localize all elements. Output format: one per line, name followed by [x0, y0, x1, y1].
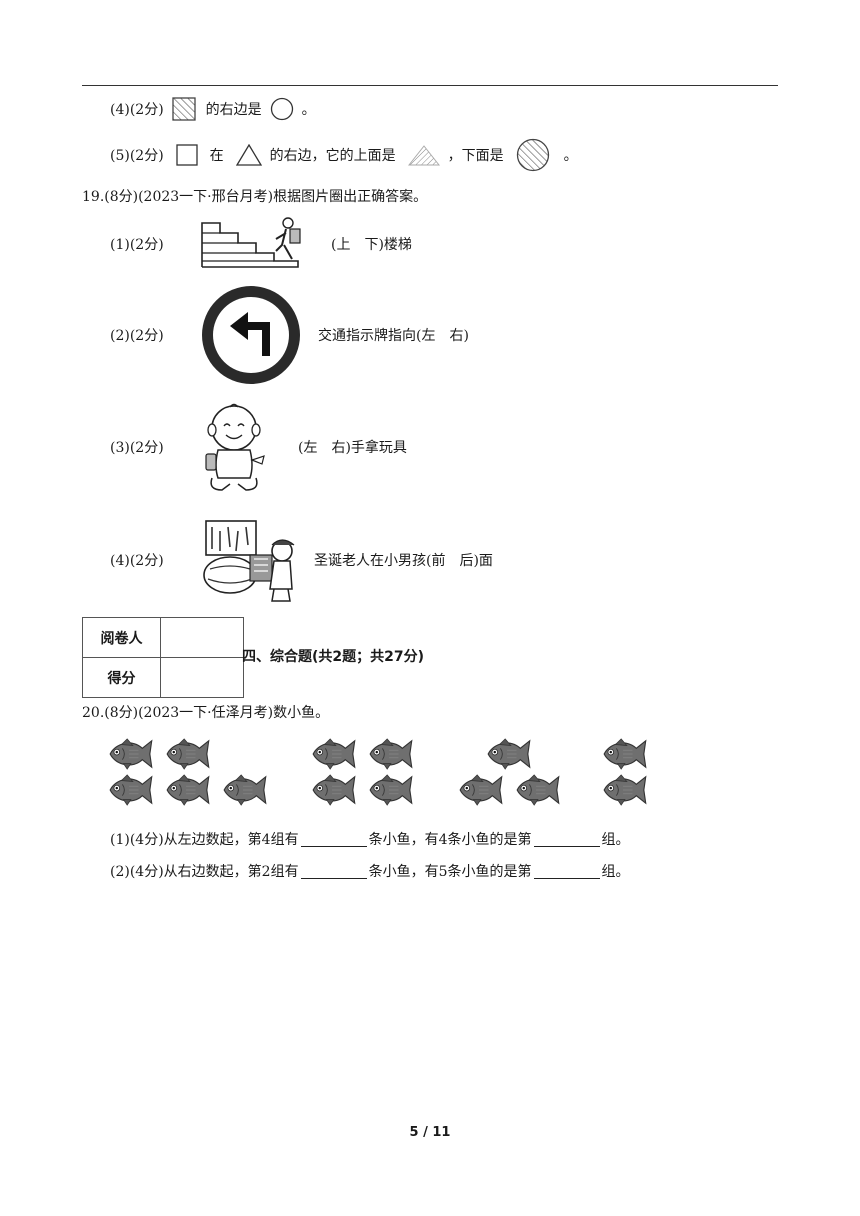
q19-item-2-text: 交通指示牌指向(左 右)	[318, 328, 469, 344]
item-text: 的右边，它的上面是	[269, 148, 396, 164]
santa-and-boy-image	[200, 517, 300, 605]
item-text: 。	[563, 148, 578, 164]
q20-item-2: (2)(4分) 从右边数起，第2组有 条小鱼，有5条小鱼的是第 组。	[110, 861, 630, 881]
item-prefix: (2)(4分)	[110, 864, 164, 880]
hatched-circle-icon	[516, 138, 549, 172]
item-text: 在	[209, 148, 224, 164]
q19-item-4-prefix: (4)(2分)	[110, 553, 164, 569]
answer-blank[interactable]	[300, 832, 367, 847]
fish-icon	[308, 773, 358, 807]
q20-header: 20.(8分)(2023一下·任泽月考)数小鱼。	[82, 705, 330, 721]
item-text: 。	[301, 102, 316, 118]
fish-icon	[455, 773, 505, 807]
item-prefix: (1)(4分)	[110, 832, 164, 848]
fish-icon	[512, 773, 562, 807]
fish-icon	[162, 737, 212, 771]
answer-blank[interactable]	[300, 864, 367, 879]
section-title: 四、综合题(共2题；共27分)	[242, 649, 425, 665]
fish-icon	[599, 737, 649, 771]
item-text: 条小鱼，有5条小鱼的是第	[368, 864, 532, 880]
q19-item-2-prefix: (2)(2分)	[110, 328, 164, 344]
fish-icon	[105, 773, 155, 807]
item-text: 组。	[601, 832, 630, 848]
answer-blank[interactable]	[533, 864, 600, 879]
answer-blank[interactable]	[533, 832, 600, 847]
score-cell	[160, 657, 244, 698]
baby-with-toy-image	[200, 402, 268, 492]
q20-item-1: (1)(4分) 从左边数起，第4组有 条小鱼，有4条小鱼的是第 组。	[110, 829, 630, 849]
fish-icon	[162, 773, 212, 807]
reviewer-label: 阅卷人	[82, 617, 161, 658]
q19-item-1-text: (上 下)楼梯	[331, 237, 412, 253]
square-icon	[176, 144, 198, 166]
triangle-icon	[235, 144, 262, 166]
fish-groups	[105, 737, 665, 809]
score-label: 得分	[82, 657, 161, 698]
page-number: 5 / 11	[409, 1125, 451, 1140]
item-text: 组。	[601, 864, 630, 880]
q19-item-1-prefix: (1)(2分)	[110, 237, 164, 253]
hatched-triangle-icon	[407, 145, 440, 166]
item-text: 条小鱼，有4条小鱼的是第	[368, 832, 532, 848]
fish-icon	[219, 773, 269, 807]
q19-item-4-text: 圣诞老人在小男孩(前 后)面	[314, 553, 493, 569]
q18-item-4: (4)(2分) 的右边是 。	[110, 96, 316, 122]
fish-icon	[599, 773, 649, 807]
fish-icon	[365, 773, 415, 807]
score-table: 阅卷人 得分	[82, 617, 244, 698]
fish-icon	[308, 737, 358, 771]
reviewer-cell	[160, 617, 244, 658]
item-prefix: (5)(2分)	[110, 148, 164, 164]
item-prefix: (4)(2分)	[110, 102, 164, 118]
item-text: 从左边数起，第4组有	[163, 832, 299, 848]
item-text: 的右边是	[205, 102, 262, 118]
left-turn-sign-image	[200, 284, 302, 386]
item-text: 从右边数起，第2组有	[163, 864, 299, 880]
q18-item-5: (5)(2分) 在 的右边，它的上面是 ，下面是 。	[110, 138, 578, 172]
fish-icon	[483, 737, 533, 771]
fish-icon	[365, 737, 415, 771]
q19-item-3-text: (左 右)手拿玩具	[298, 440, 407, 456]
fish-icon	[105, 737, 155, 771]
stairs-climber-image	[200, 215, 304, 269]
circle-icon	[270, 97, 293, 121]
hatched-square-icon	[172, 97, 196, 121]
item-text: ，下面是	[447, 148, 504, 164]
q19-item-3-prefix: (3)(2分)	[110, 440, 164, 456]
top-rule	[82, 85, 778, 86]
q19-header: 19.(8分)(2023一下·邢台月考)根据图片圈出正确答案。	[82, 189, 428, 205]
